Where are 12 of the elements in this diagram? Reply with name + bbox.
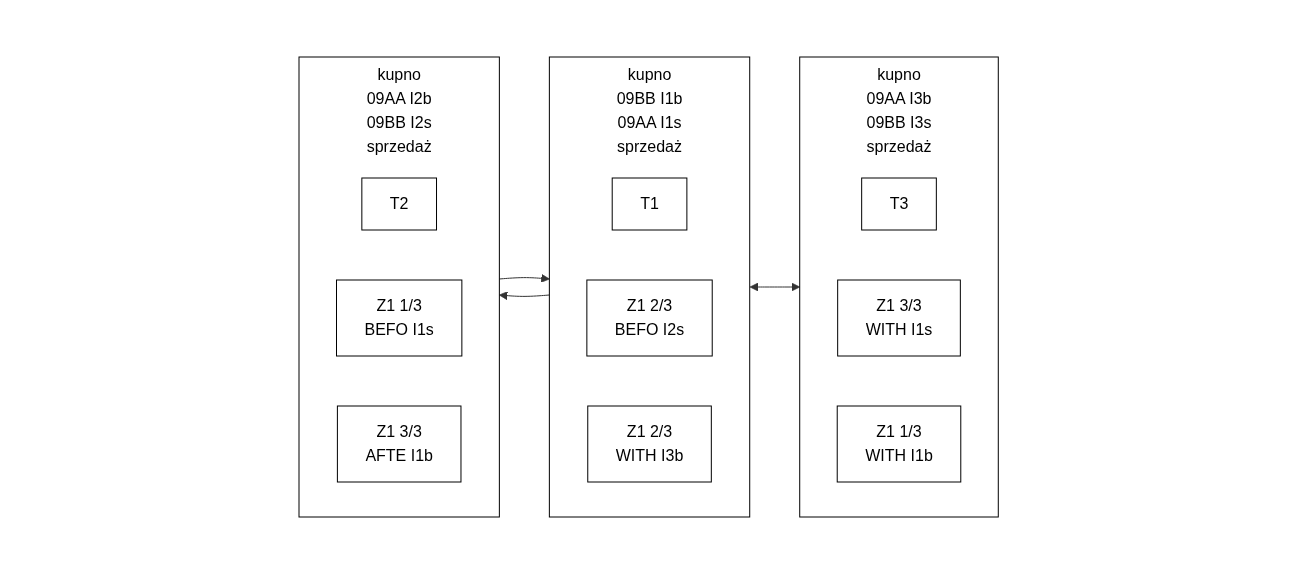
node-box: Z1 1/3 BEFO I1s (336, 279, 463, 357)
node-box: T3 (861, 177, 938, 231)
node-box: Z1 1/3 WITH I1b (837, 405, 962, 483)
node-box: T1 (612, 177, 688, 231)
arrow (499, 291, 551, 301)
node-box: Z1 2/3 BEFO I2s (586, 279, 714, 357)
arrow (750, 282, 801, 292)
node-box: Z1 2/3 WITH I3b (587, 405, 713, 483)
node-box: T2 (361, 177, 438, 231)
arrow (499, 273, 551, 283)
node-box: Z1 3/3 AFTE I1b (337, 405, 462, 483)
node-box: Z1 3/3 WITH I1s (837, 279, 962, 357)
